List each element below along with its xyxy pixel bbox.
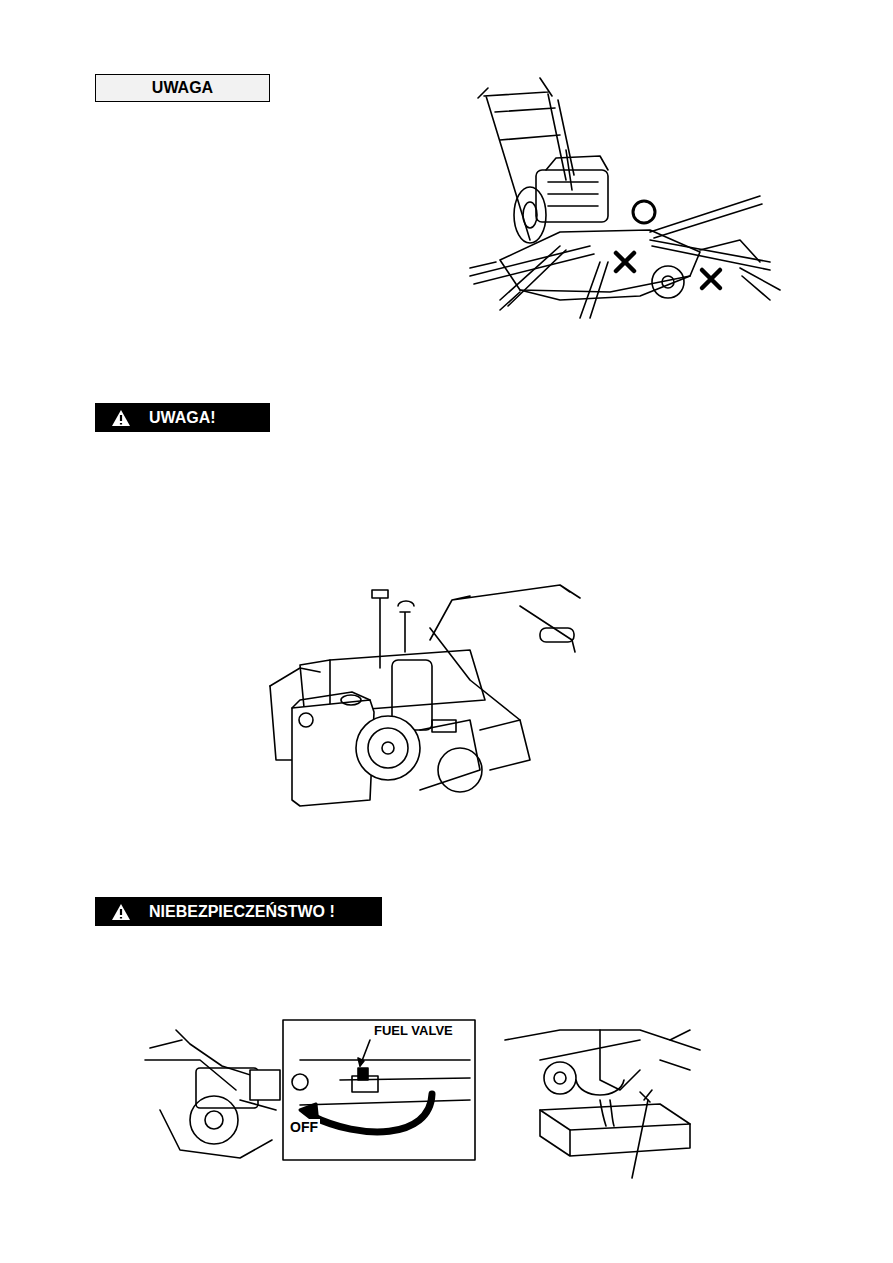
- refuel-figure: [270, 585, 580, 806]
- fuel-drain-figure: [505, 1030, 700, 1178]
- trimmer-mower-figure: [470, 78, 780, 318]
- fuel-valve-inset: [283, 1020, 475, 1160]
- fuel-valve-overview: [145, 1030, 280, 1158]
- warning-heading-box: UWAGA: [95, 74, 270, 102]
- warning-triangle: [111, 409, 131, 427]
- warning-heading: UWAGA!: [149, 409, 216, 427]
- warning-heading-box: UWAGA!: [95, 403, 270, 432]
- part-label: FUEL VALVE: [372, 1023, 455, 1038]
- warning-heading: UWAGA: [152, 79, 213, 97]
- warning-heading-box: NIEBEZPIECZEŃSTWO !: [95, 897, 382, 926]
- warning-triangle: [111, 903, 131, 921]
- part-label: OFF: [288, 1119, 320, 1135]
- warning-heading: NIEBEZPIECZEŃSTWO !: [149, 903, 335, 921]
